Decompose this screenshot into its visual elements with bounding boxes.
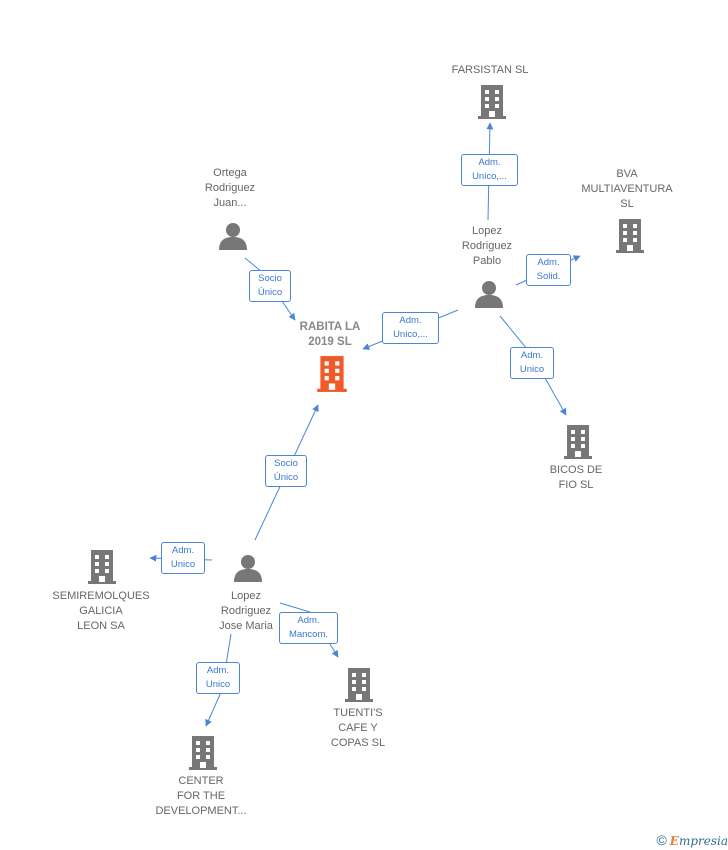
building-icon-highlighted[interactable] [315,355,349,393]
company-label-tuenti[interactable]: TUENTI'S CAFE Y COPAS SL [330,707,386,749]
building-icon[interactable] [476,84,508,120]
copyright-icon: © [656,832,667,848]
building-icon[interactable] [86,549,118,585]
building-icon[interactable] [343,667,375,703]
company-label-bva[interactable]: BVA MULTIAVENTURA SL [581,168,673,210]
relation-box-jose-semiremolques[interactable]: Adm. Unico [161,542,205,574]
person-label-ortega[interactable]: Ortega Rodriguez Juan... [204,167,256,209]
relation-box-pablo-bicos[interactable]: Adm. Unico [510,347,554,379]
brand-initial: E [669,834,679,848]
relation-box-jose-rabita[interactable]: Socio Único [265,455,307,487]
brand-name: mpresia [678,834,728,848]
company-label-farsistan[interactable]: FARSISTAN SL [451,64,529,76]
relation-box-pablo-farsistan[interactable]: Adm. Unico,... [461,154,518,186]
building-icon[interactable] [562,424,594,460]
relation-box-ortega-rabita[interactable]: Socio Único [249,270,291,302]
person-icon[interactable] [474,279,504,309]
person-label-jose[interactable]: Lopez Rodriguez Jose Maria [219,590,273,632]
company-label-rabita[interactable]: RABITA LA 2019 SL [299,321,361,348]
empresia-watermark: ©Empresia [656,832,728,848]
company-label-semiremolques[interactable]: SEMIREMOLQUES GALICIA LEON SA [52,590,150,632]
relation-box-pablo-rabita[interactable]: Adm. Unico,... [382,312,439,344]
company-label-center[interactable]: CENTER FOR THE DEVELOPMENT... [155,775,247,817]
company-label-bicos[interactable]: BICOS DE FIO SL [549,464,603,491]
person-label-pablo[interactable]: Lopez Rodriguez Pablo [461,225,513,267]
relation-box-jose-tuenti[interactable]: Adm. Mancom. [279,612,338,644]
person-icon[interactable] [233,553,263,583]
building-icon[interactable] [614,218,646,254]
building-icon[interactable] [187,735,219,771]
relation-box-pablo-bva[interactable]: Adm. Solid. [526,254,571,286]
relation-box-jose-center[interactable]: Adm. Unico [196,662,240,694]
person-icon[interactable] [218,221,248,251]
